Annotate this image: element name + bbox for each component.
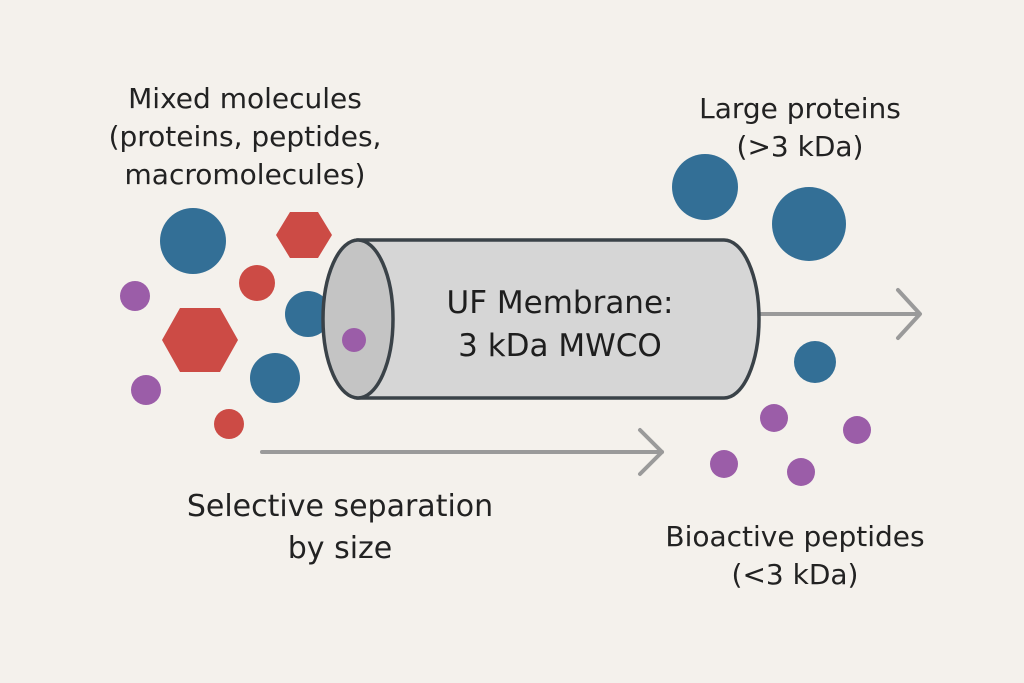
membrane-label: UF Membrane: 3 kDa MWCO <box>395 282 725 368</box>
bioactive-peptide-icon <box>843 416 871 444</box>
mixed-molecules-label: Mixed molecules (proteins, peptides, mac… <box>80 80 410 194</box>
macromolecule-hexagon-icon <box>162 308 238 372</box>
protein-molecule-icon <box>250 353 300 403</box>
selective-separation-line2: by size <box>287 531 393 566</box>
macromolecule-hexagon-icon <box>276 212 332 258</box>
large-proteins-line2: (>3 kDa) <box>736 130 864 163</box>
bioactive-peptide-icon <box>787 458 815 486</box>
selective-separation-line1: Selective separation <box>186 489 494 524</box>
bioactive-peptides-line1: Bioactive peptides <box>665 520 925 553</box>
bioactive-peptide-icon <box>760 404 788 432</box>
large-proteins-label: Large proteins (>3 kDa) <box>670 90 930 166</box>
protein-molecule-icon <box>160 208 226 274</box>
membrane-line1: UF Membrane: <box>446 285 674 321</box>
peptide-molecule-icon <box>131 375 161 405</box>
peptide-molecule-icon <box>342 328 366 352</box>
permeate-arrow <box>260 428 664 476</box>
bioactive-peptides-line2: (<3 kDa) <box>731 558 859 591</box>
membrane-line2: 3 kDa MWCO <box>458 328 662 364</box>
bioactive-peptides-label: Bioactive peptides (<3 kDa) <box>640 518 950 594</box>
uf-membrane-cylinder-icon <box>321 238 761 400</box>
small-macromolecule-icon <box>214 409 244 439</box>
mixed-molecules-line2: (proteins, peptides, <box>108 120 382 153</box>
protein-molecule-icon <box>285 291 331 337</box>
mixed-molecules-line3: macromolecules) <box>124 158 366 191</box>
large-protein-icon <box>794 341 836 383</box>
large-proteins-line1: Large proteins <box>699 92 901 125</box>
bioactive-peptide-icon <box>710 450 738 478</box>
peptide-molecule-icon <box>120 281 150 311</box>
retentate-arrow <box>748 288 922 340</box>
selective-separation-label: Selective separation by size <box>130 486 550 570</box>
large-protein-icon <box>772 187 846 261</box>
mixed-molecules-line1: Mixed molecules <box>128 82 362 115</box>
small-macromolecule-icon <box>239 265 275 301</box>
large-protein-icon <box>672 154 738 220</box>
